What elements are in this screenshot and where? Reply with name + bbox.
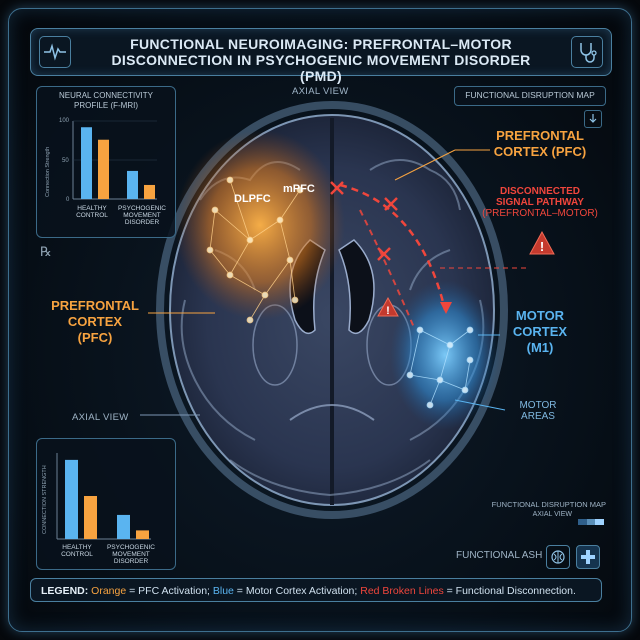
legend-blue-word: Blue [212, 585, 234, 597]
warning-icon: ! [529, 230, 555, 255]
bar-healthy-series-0 [81, 127, 92, 199]
bar-pmd-series-1 [144, 184, 155, 199]
pfc-label-right: PREFRONTAL CORTEX (PFC) [480, 128, 600, 160]
y-tick-50: 50 [62, 158, 69, 164]
motor-activation-glow [390, 280, 500, 430]
pfc-left-line-3: (PFC) [77, 330, 113, 345]
motor-line-3: (M1) [526, 340, 554, 355]
title-line-2: DISCONNECTION IN PSYCHOGENIC MOVEMENT DI… [111, 52, 531, 84]
stethoscope-icon[interactable] [571, 36, 603, 68]
disconnected-pathway [339, 183, 447, 311]
color-scale-swatch [578, 519, 605, 525]
disruption-map-small-label: FUNCTIONAL DISRUPTION MAP [491, 500, 606, 509]
connectivity-chart-top [72, 120, 157, 200]
motor-line-1: MOTOR [515, 308, 565, 323]
brain-scan-icon[interactable] [546, 545, 570, 569]
pulse-icon[interactable] [39, 36, 71, 68]
connectivity-chart-bottom-panel: CONNECTION STRENGTH HEALTHY CONTROL PSYC… [36, 438, 176, 570]
probe-icon[interactable] [584, 110, 602, 128]
title-line-1: FUNCTIONAL NEUROIMAGING: PREFRONTAL–MOTO… [130, 36, 512, 52]
connectivity-chart-panel: NEURAL CONNECTIVITY PROFILE (F-MRI) Conn… [36, 86, 176, 238]
medical-cross-icon[interactable] [576, 545, 600, 569]
pfc-left-line-2: CORTEX [67, 314, 123, 329]
legend-bar: LEGEND: Orange = PFC Activation; Blue = … [30, 578, 602, 602]
legend-orange-word: Orange [91, 585, 127, 597]
bar-healthy-series-0 [65, 459, 78, 539]
bar-pmd-series-1 [136, 530, 149, 539]
chart2-category-healthy: HEALTHY CONTROL [61, 544, 93, 558]
motor-areas-line-1: MOTOR [519, 400, 557, 411]
legend-red-word: Red Broken Lines [360, 585, 444, 597]
mpfc-label: mPFC [283, 183, 315, 195]
warning-icon: ! [377, 296, 399, 317]
page-title: FUNCTIONAL NEUROIMAGING: PREFRONTAL–MOTO… [101, 36, 541, 84]
bar-healthy-series-1 [98, 139, 109, 199]
chart-title: NEURAL CONNECTIVITY PROFILE (F-MRI) [59, 91, 153, 110]
x-category-pmd: PSYCHOGENIC MOVEMENT DISORDER [117, 205, 167, 226]
motor-areas-label: MOTOR AREAS [508, 400, 568, 422]
chart2-y-label: CONNECTION STRENGTH [42, 465, 48, 534]
pfc-right-line-1: PREFRONTAL [496, 128, 584, 143]
functional-disruption-map-button[interactable]: FUNCTIONAL DISRUPTION MAP [454, 86, 606, 106]
disconnected-pathway-label: DISCONNECTED SIGNAL PATHWAY (PREFRONTAL–… [470, 186, 610, 219]
chart2-category-pmd: PSYCHOGENIC MOVEMENT DISORDER [106, 544, 156, 565]
pfc-right-line-2: CORTEX (PFC) [493, 144, 587, 159]
bar-pmd-series-0 [127, 170, 138, 199]
connectivity-chart-bottom [56, 453, 151, 540]
pfc-activation-glow [175, 130, 345, 320]
bar-pmd-series-0 [117, 514, 130, 539]
motor-cortex-label: MOTOR CORTEX (M1) [500, 308, 580, 356]
legend-orange-text: = PFC Activation; [126, 585, 213, 597]
y-tick-100: 100 [59, 118, 70, 124]
x-category-healthy: HEALTHY CONTROL [76, 205, 108, 219]
disc-line-1: DISCONNECTED [499, 186, 580, 197]
disc-line-3: (PREFRONTAL–MOTOR) [482, 208, 598, 219]
pfc-network [206, 176, 304, 324]
legend-prefix: LEGEND: [41, 585, 89, 597]
disc-line-2: SIGNAL PATHWAY [496, 197, 584, 208]
motor-areas-line-2: AREAS [521, 411, 555, 422]
axial-view-label-top: AXIAL VIEW [292, 86, 349, 97]
axial-view-small-label: AXIAL VIEW [532, 511, 572, 518]
y-tick-0: 0 [66, 197, 70, 203]
rx-icon: ℞ [40, 244, 52, 259]
pfc-label-left: PREFRONTAL CORTEX (PFC) [40, 298, 150, 346]
chart-y-label: Connection Strength [45, 146, 51, 197]
dlpfc-label: DLPFC [234, 193, 271, 205]
bar-healthy-series-1 [84, 496, 97, 539]
functional-ash-label: FUNCTIONAL ASH [456, 550, 543, 561]
disruption-map-button-label: FUNCTIONAL DISRUPTION MAP [465, 90, 595, 100]
motor-network [406, 326, 474, 409]
motor-line-2: CORTEX [512, 324, 568, 339]
break-x-marks [330, 181, 398, 261]
pfc-left-line-1: PREFRONTAL [51, 298, 139, 313]
axial-view-label-left: AXIAL VIEW [72, 412, 129, 423]
svg-text:!: ! [540, 239, 544, 254]
header-bar: FUNCTIONAL NEUROIMAGING: PREFRONTAL–MOTO… [30, 28, 612, 84]
legend-blue-text: = Motor Cortex Activation; [233, 585, 361, 597]
svg-text:!: ! [386, 305, 390, 317]
legend-red-text: = Functional Disconnection. [443, 585, 576, 597]
